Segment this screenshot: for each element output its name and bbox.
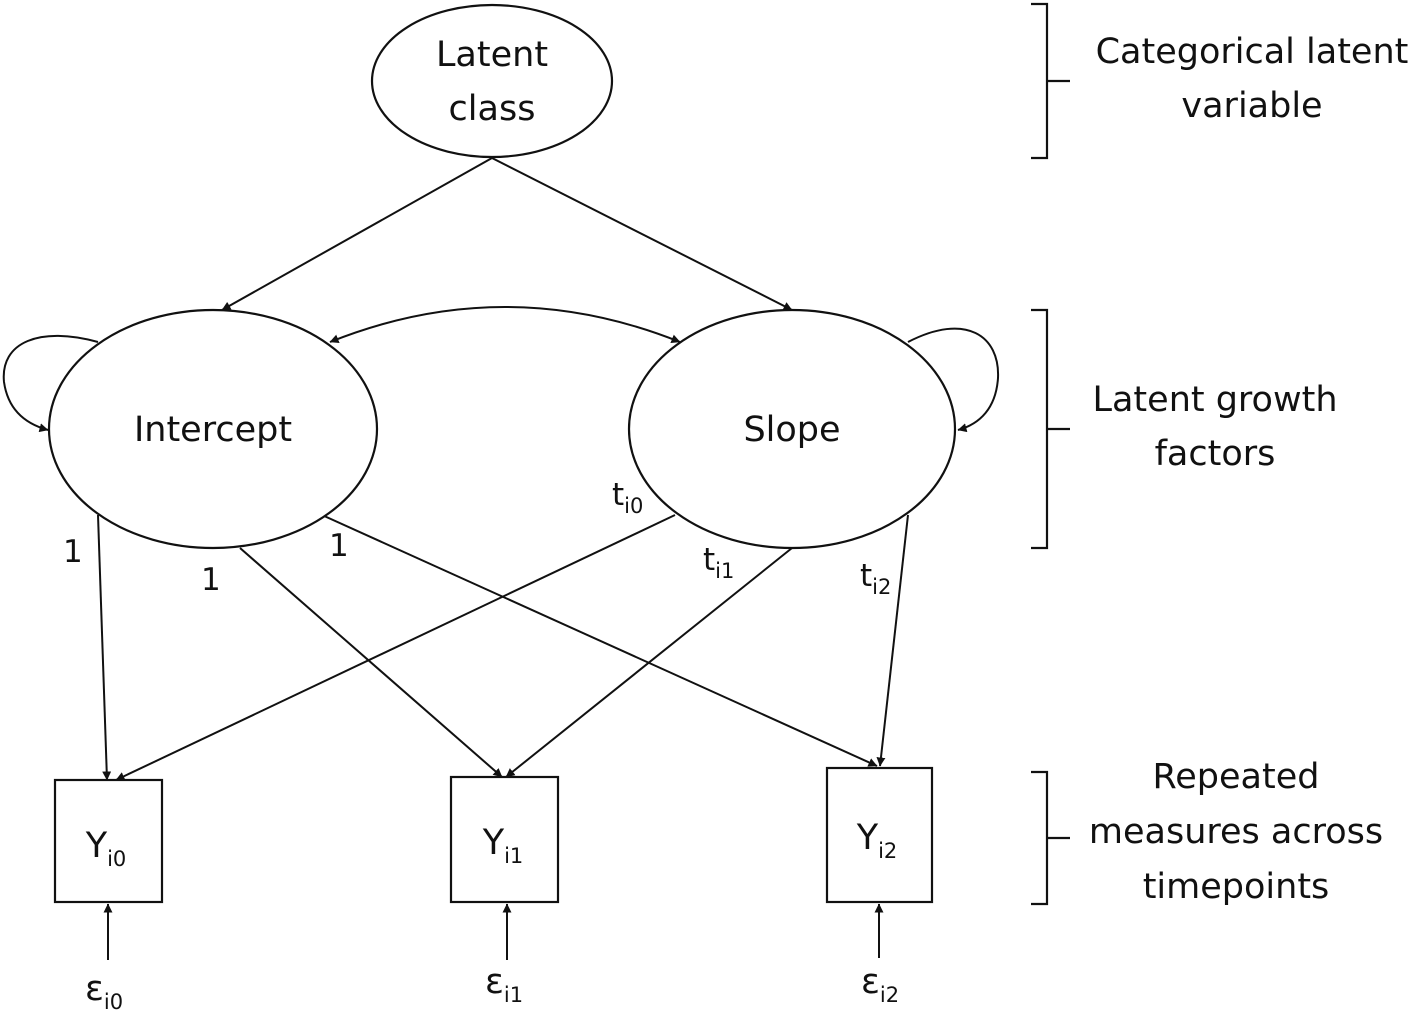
group-categorical: Categorical latent variable — [1031, 2, 1409, 160]
y0-box — [53, 778, 164, 904]
error-terms: εi0 εi1 εi2 — [85, 962, 899, 1014]
intercept-ellipse — [47, 308, 379, 550]
slope-loadings: ti0 ti1 ti2 — [612, 477, 891, 599]
error-i1-subscript: i1 — [504, 983, 523, 1007]
arrow-slope-to-y2 — [876, 514, 909, 767]
slope-ellipse — [627, 308, 957, 550]
intercept-loadings: 1 1 1 — [63, 528, 349, 598]
node-y1: Yi1 — [449, 775, 560, 904]
node-y0: Yi0 — [53, 778, 164, 904]
error-i1: εi1 — [485, 962, 523, 1007]
arrow-class-to-slope — [491, 157, 793, 311]
slope-loading-y1-subscript: i1 — [715, 559, 734, 583]
arrow-intercept-to-y2 — [321, 514, 878, 767]
variance-loop-slope — [907, 327, 1000, 433]
node-slope: Slope — [627, 308, 957, 550]
latent-class-label-line2: class — [449, 89, 536, 129]
y0-subscript: i0 — [107, 847, 126, 871]
slope-loading-y1: ti1 — [703, 542, 734, 583]
y1-base: Y — [482, 823, 505, 863]
error-i0-base: ε — [85, 969, 104, 1009]
error-i0: εi0 — [85, 969, 123, 1014]
arrow-slope-to-y0 — [115, 514, 676, 781]
error-i2-base: ε — [861, 962, 880, 1002]
error-i0-subscript: i0 — [104, 990, 123, 1014]
arrow-intercept-to-y0 — [97, 514, 112, 781]
brace-repeated — [1031, 770, 1070, 906]
node-intercept: Intercept — [47, 308, 379, 550]
y0-base: Y — [85, 826, 108, 866]
arrow-intercept-to-y1 — [239, 547, 503, 778]
slope-loading-y0-base: t — [612, 477, 624, 513]
covariance-intercept-slope — [329, 306, 681, 344]
variance-loop-intercept — [2, 334, 99, 433]
y0-label: Yi0 — [85, 826, 127, 871]
group-repeated-line1: Repeated — [1153, 757, 1320, 797]
group-growth-line2: factors — [1155, 434, 1276, 474]
y1-box — [449, 775, 560, 904]
intercept-loading-y1: 1 — [201, 562, 221, 598]
slope-loading-y2-base: t — [860, 558, 872, 594]
node-y2: Yi2 — [825, 766, 934, 904]
group-repeated-line2: measures across — [1089, 812, 1383, 852]
slope-loading-y2-subscript: i2 — [872, 575, 891, 599]
group-repeated-line3: timepoints — [1143, 867, 1330, 907]
slope-loading-y1-base: t — [703, 542, 715, 578]
group-categorical-line2: variable — [1181, 86, 1322, 126]
y1-label: Yi1 — [482, 823, 524, 868]
slope-loading-y0-subscript: i0 — [624, 494, 643, 518]
error-i2: εi2 — [861, 962, 899, 1007]
intercept-loading-y0: 1 — [63, 534, 83, 570]
brace-categorical — [1031, 2, 1070, 160]
intercept-label: Intercept — [134, 410, 292, 450]
group-growth-line1: Latent growth — [1092, 380, 1337, 420]
y2-label: Yi2 — [856, 818, 898, 863]
y2-box — [825, 766, 934, 904]
slope-label: Slope — [743, 410, 840, 450]
group-categorical-line1: Categorical latent — [1096, 32, 1409, 72]
y1-subscript: i1 — [504, 844, 523, 868]
error-i2-subscript: i2 — [880, 983, 899, 1007]
error-i1-base: ε — [485, 962, 504, 1002]
intercept-loading-y2: 1 — [329, 528, 349, 564]
brace-growth — [1031, 308, 1070, 550]
slope-loading-y2: ti2 — [860, 558, 891, 599]
latent-class-label-line1: Latent — [436, 35, 548, 75]
arrow-slope-to-y1 — [505, 547, 793, 778]
arrow-class-to-intercept — [221, 157, 493, 311]
edges — [2, 157, 1000, 960]
group-repeated: Repeated measures across timepoints — [1031, 757, 1383, 907]
node-latent-class: Latent class — [370, 3, 614, 159]
y2-base: Y — [856, 818, 879, 858]
y2-subscript: i2 — [878, 839, 897, 863]
slope-loading-y0: ti0 — [612, 477, 643, 518]
group-growth: Latent growth factors — [1031, 308, 1338, 550]
latent-class-ellipse — [370, 3, 614, 159]
